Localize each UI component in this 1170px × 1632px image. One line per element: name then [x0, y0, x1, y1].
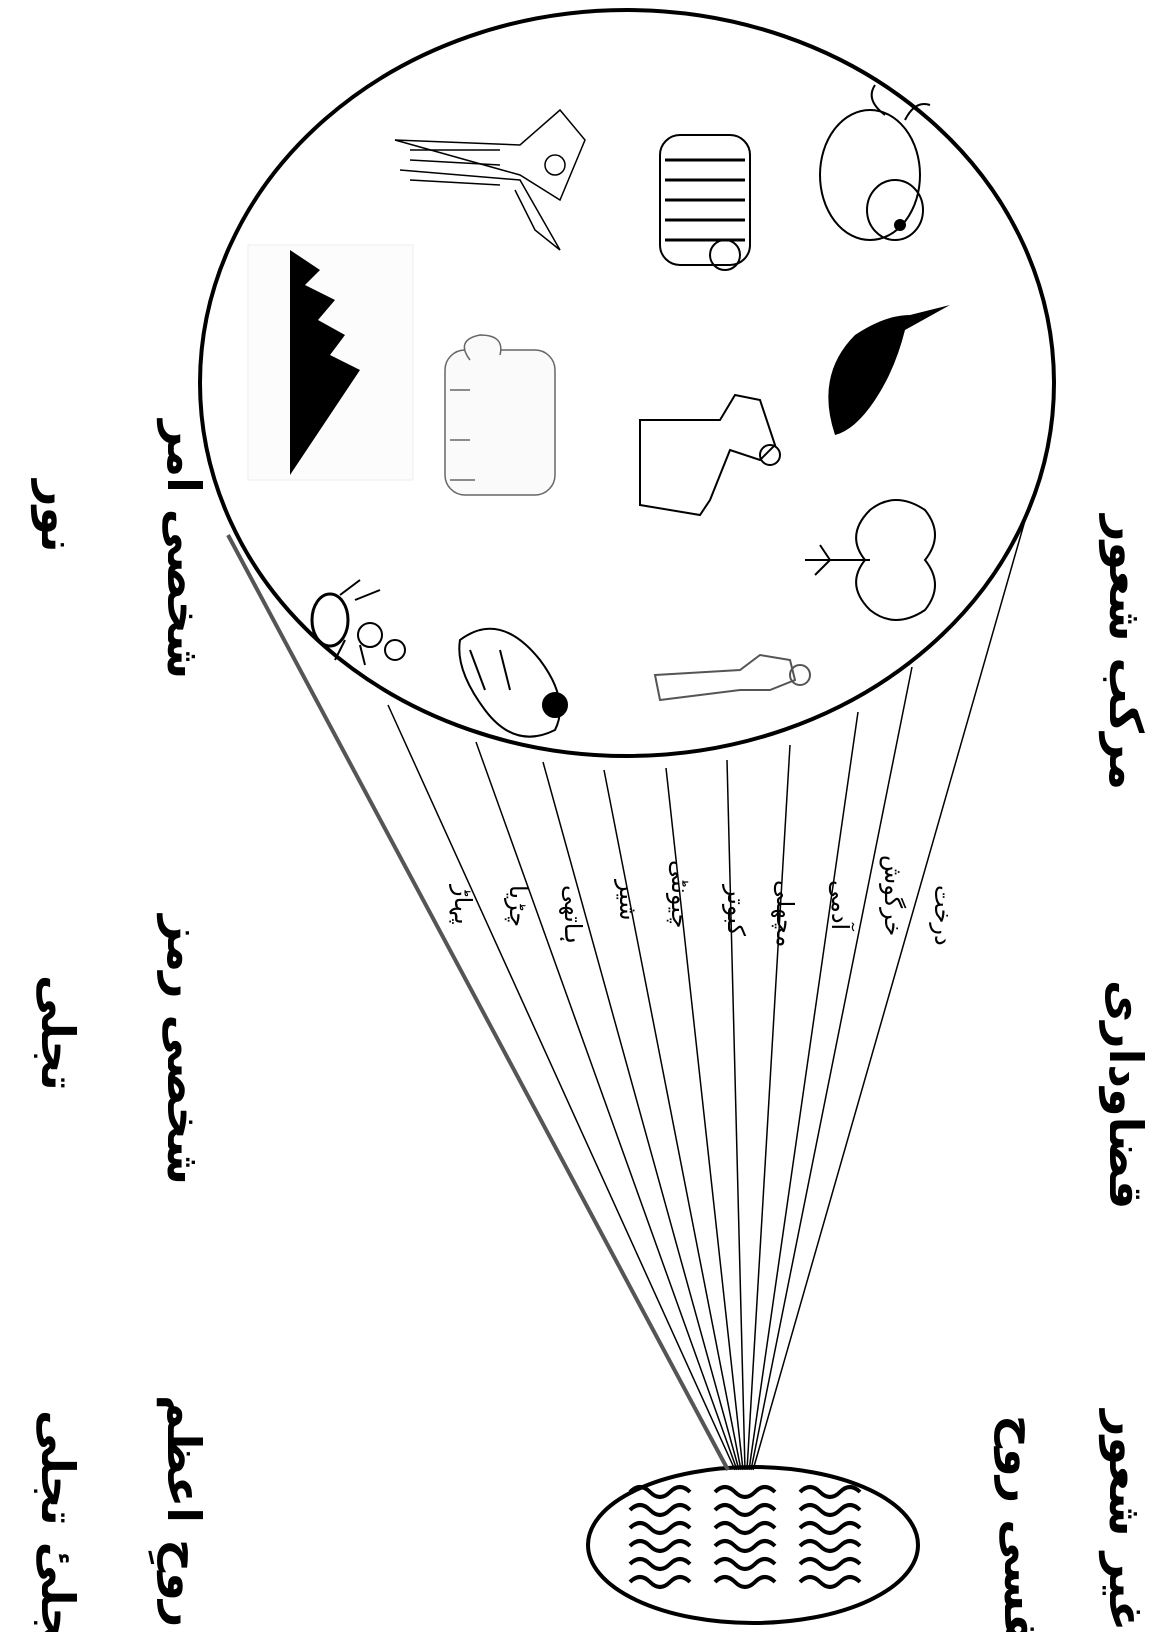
line-label-human: آدمی	[826, 880, 855, 932]
elephant-icon	[445, 335, 555, 495]
human-outline-icon	[655, 655, 810, 700]
emanation-line	[388, 705, 735, 1470]
label-qaza-o-dara: قضاوداری	[1099, 980, 1153, 1209]
label-ghair-shaor: غیر شعور	[1099, 1408, 1153, 1631]
tiger-icon	[660, 135, 750, 270]
emanation-line	[476, 742, 737, 1470]
ant-icon	[312, 580, 405, 665]
thick-line	[228, 535, 728, 1470]
line-label-tree: درخت	[929, 885, 957, 946]
label-shakhsi-ramz: شخصی رمز	[157, 913, 211, 1185]
bird-icon	[459, 629, 567, 737]
emanation-line	[751, 667, 912, 1470]
emanation-line	[749, 712, 858, 1470]
line-label-fish: مچھلی	[771, 880, 799, 947]
line-label-lion: شیر	[614, 879, 642, 921]
label-ruh-azam: روحِ اعظم	[148, 1395, 211, 1627]
line-label-mountain: پہاڑ	[449, 884, 477, 925]
label-murakkab-shaor: مرکب شعور	[1099, 513, 1153, 790]
label-noor: نور	[31, 478, 85, 553]
line-label-elephant: ہاتھی	[559, 885, 587, 944]
line-label-rabbit: خرگوش	[879, 855, 907, 936]
label-nafsi-ruh: نفسی روح	[994, 1415, 1048, 1632]
robed-human-icon	[640, 395, 780, 515]
label-shakhsi-amr: شخصی امر	[157, 418, 211, 679]
line-label-ant: چیونٹی	[666, 860, 694, 928]
emanation-line	[753, 510, 1028, 1470]
emanation-line	[727, 760, 745, 1470]
emanation-lines	[228, 510, 1028, 1470]
rabbit-icon	[820, 85, 930, 240]
source-ellipse	[588, 1467, 918, 1623]
emanation-line	[543, 762, 739, 1470]
label-tajalli-tajalli: تجلیٔ تجلی	[31, 1410, 85, 1632]
tree-icon	[805, 500, 935, 620]
fish-icon	[828, 305, 950, 435]
line-labels: درخت خرگوش آدمی مچھلی کبوتر چیونٹی شیر ہ…	[449, 855, 957, 947]
line-label-pigeon: کبوتر	[722, 884, 750, 937]
waves-icon	[630, 1487, 860, 1587]
label-tajalli: تجلی	[31, 975, 85, 1091]
line-label-sparrow: چڑیا	[504, 885, 532, 927]
angel-icon	[395, 110, 585, 250]
mountain-icon	[248, 245, 413, 480]
